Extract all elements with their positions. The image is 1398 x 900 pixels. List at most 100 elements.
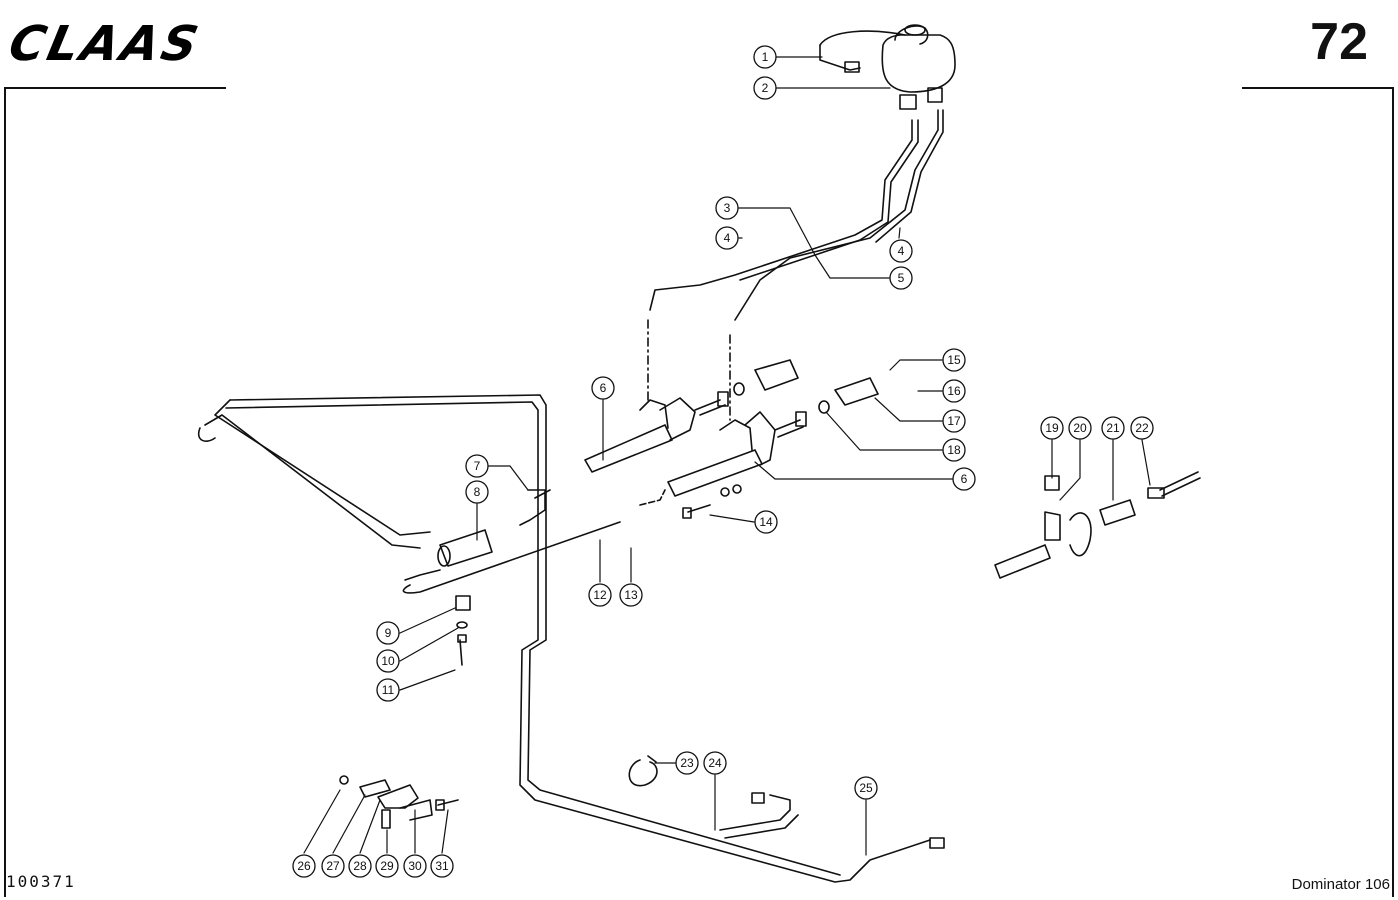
callout-17: 17 xyxy=(942,409,966,433)
callout-12: 12 xyxy=(588,583,612,607)
callout-6: 6 xyxy=(591,376,615,400)
callout-label: 17 xyxy=(947,414,961,428)
callout-circle xyxy=(715,226,739,250)
callout-circle xyxy=(619,583,643,607)
callout-circle xyxy=(942,409,966,433)
callout-circle xyxy=(942,379,966,403)
callout-label: 13 xyxy=(624,588,638,602)
callout-label: 25 xyxy=(859,781,873,795)
callout-circle xyxy=(942,438,966,462)
callout-label: 4 xyxy=(724,231,731,245)
callout-circle xyxy=(465,454,489,478)
callout-5: 5 xyxy=(889,266,913,290)
callout-3: 3 xyxy=(715,196,739,220)
callout-2: 2 xyxy=(753,76,777,100)
callout-circle xyxy=(889,239,913,263)
callout-23: 23 xyxy=(675,751,699,775)
header-rule-right xyxy=(1242,87,1394,89)
callout-label: 8 xyxy=(474,485,481,499)
callout-circle xyxy=(321,854,345,878)
callout-22: 22 xyxy=(1130,416,1154,440)
callout-25: 25 xyxy=(854,776,878,800)
callout-label: 27 xyxy=(326,859,340,873)
callout-18: 18 xyxy=(942,438,966,462)
callout-circle xyxy=(376,649,400,673)
callout-circle xyxy=(753,76,777,100)
callout-label: 7 xyxy=(474,459,481,473)
callout-28: 28 xyxy=(348,854,372,878)
callout-label: 11 xyxy=(382,683,395,697)
callout-label: 3 xyxy=(724,201,731,215)
callout-label: 6 xyxy=(600,381,607,395)
drawing-number: 100371 xyxy=(6,872,76,891)
callout-24: 24 xyxy=(703,751,727,775)
callout-label: 22 xyxy=(1135,421,1149,435)
master-cylinders xyxy=(584,359,879,519)
callout-circle xyxy=(375,854,399,878)
callout-21: 21 xyxy=(1101,416,1125,440)
callout-label: 10 xyxy=(381,654,395,668)
callout-circle xyxy=(292,854,316,878)
callout-8: 8 xyxy=(465,480,489,504)
callout-circle xyxy=(753,45,777,69)
callout-10: 10 xyxy=(376,649,400,673)
callout-label: 31 xyxy=(435,859,449,873)
callout-circle xyxy=(1040,416,1064,440)
page-left-border xyxy=(4,87,6,897)
callout-label: 5 xyxy=(898,271,905,285)
callout-11: 11 xyxy=(376,678,400,702)
callout-label: 18 xyxy=(947,443,961,457)
callout-16: 16 xyxy=(942,379,966,403)
leader-lines xyxy=(303,56,1151,856)
callout-label: 4 xyxy=(898,244,905,258)
callout-circle xyxy=(754,510,778,534)
callout-circle xyxy=(1101,416,1125,440)
model-name: Dominator 106 xyxy=(1291,876,1390,893)
callout-6: 6 xyxy=(952,467,976,491)
page-number: 72 xyxy=(1310,13,1368,71)
callout-26: 26 xyxy=(292,854,316,878)
callout-label: 20 xyxy=(1073,421,1087,435)
callout-circle xyxy=(348,854,372,878)
callout-label: 19 xyxy=(1045,421,1059,435)
callout-label: 28 xyxy=(353,859,367,873)
callout-circle xyxy=(376,678,400,702)
callout-20: 20 xyxy=(1068,416,1092,440)
callout-circle xyxy=(591,376,615,400)
callout-circle xyxy=(715,196,739,220)
callout-15: 15 xyxy=(942,348,966,372)
callout-circle xyxy=(675,751,699,775)
callout-13: 13 xyxy=(619,583,643,607)
callout-label: 26 xyxy=(297,859,311,873)
callout-label: 15 xyxy=(947,353,961,367)
callout-circle xyxy=(889,266,913,290)
callout-circle xyxy=(1130,416,1154,440)
callout-label: 6 xyxy=(961,472,968,486)
callout-circle xyxy=(430,854,454,878)
callout-31: 31 xyxy=(430,854,454,878)
callout-27: 27 xyxy=(321,854,345,878)
callout-label: 14 xyxy=(759,515,773,529)
callout-label: 30 xyxy=(408,859,422,873)
fluid-reservoir xyxy=(819,24,956,110)
callout-label: 1 xyxy=(762,50,769,64)
callout-4: 4 xyxy=(889,239,913,263)
slave-cylinder xyxy=(437,529,493,666)
callout-label: 29 xyxy=(380,859,394,873)
callout-circle xyxy=(376,621,400,645)
callout-label: 24 xyxy=(708,756,722,770)
callout-label: 9 xyxy=(385,626,392,640)
callout-circle xyxy=(1068,416,1092,440)
callout-circle xyxy=(942,348,966,372)
callout-label: 2 xyxy=(762,81,769,95)
callout-1: 1 xyxy=(753,45,777,69)
callout-label: 16 xyxy=(947,384,961,398)
right-cylinder-assembly xyxy=(994,471,1201,579)
callout-30: 30 xyxy=(403,854,427,878)
header-rule-left xyxy=(4,87,226,89)
callout-circle xyxy=(403,854,427,878)
callout-circle xyxy=(952,467,976,491)
